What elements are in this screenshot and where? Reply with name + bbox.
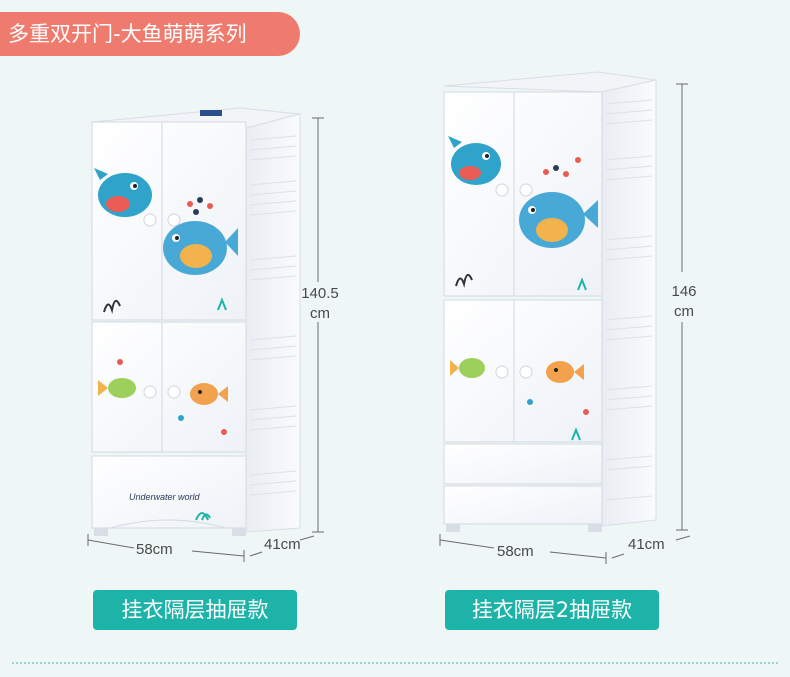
dotted-divider xyxy=(12,662,778,664)
cabinet-1: Underwater world xyxy=(91,107,301,536)
cabinet-2-width-label: 58cm xyxy=(497,543,534,560)
cabinet-1-height-unit: cm xyxy=(310,305,330,322)
cabinet-2 xyxy=(443,71,657,532)
series-title: 多重双开门-大鱼萌萌系列 xyxy=(0,12,300,56)
whale-large-sticker xyxy=(519,165,598,248)
dimension-lines xyxy=(87,83,691,564)
fish-sticker-green xyxy=(450,358,485,378)
whale-small-sticker xyxy=(448,136,501,185)
cabinet-1-depth-label: 41cm xyxy=(264,536,301,553)
fish-sticker-orange xyxy=(546,361,584,383)
fish-sticker-orange xyxy=(190,383,228,405)
coral-icon xyxy=(455,273,473,288)
cabinet-2-height-unit: cm xyxy=(674,303,694,320)
fish-sticker-green xyxy=(98,378,136,398)
whale-small-sticker xyxy=(94,168,152,217)
cabinet-2-depth-label: 41cm xyxy=(628,536,665,553)
cabinet-1-height-label: 140.5 cm xyxy=(298,284,342,324)
whale-large-sticker xyxy=(163,197,238,275)
cabinet-2-height-label: 146 cm xyxy=(664,282,704,322)
cabinet-2-height-value: 146 xyxy=(671,283,697,300)
drawer-sticker-text: Underwater world xyxy=(129,492,201,502)
cabinet-1-height-value: 140.5 xyxy=(301,285,339,302)
cabinet-1-width-label: 58cm xyxy=(136,541,173,558)
variant-label-1: 挂衣隔层抽屉款 xyxy=(93,590,297,630)
coral-icon xyxy=(103,299,121,314)
variant-label-2: 挂衣隔层2抽屉款 xyxy=(445,590,659,630)
